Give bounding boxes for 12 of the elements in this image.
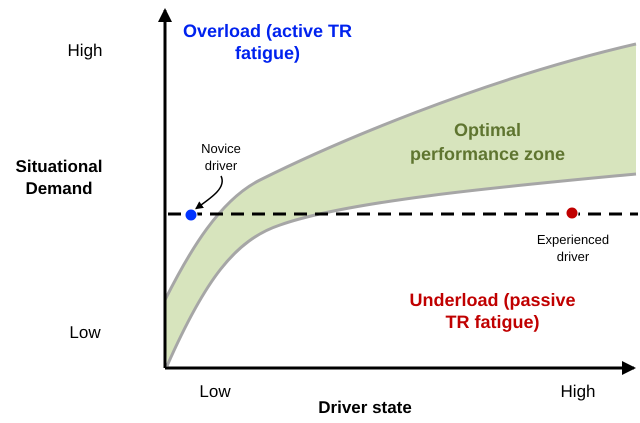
marker-caption: Experienced driver bbox=[536, 231, 610, 265]
axis-tick-label: High bbox=[560, 382, 596, 402]
axis-title: Situational Demand bbox=[14, 156, 104, 200]
axis-tick-label: Low bbox=[198, 382, 232, 402]
axis-tick-label: High bbox=[66, 41, 104, 61]
region-label: Overload (active TR fatigue) bbox=[182, 20, 354, 64]
leader-arrow bbox=[195, 176, 223, 210]
node-label: Novice driver bbox=[200, 140, 242, 174]
axis-title: Driver state bbox=[317, 398, 413, 418]
axis-tick-label: Low bbox=[68, 323, 102, 343]
zone-label: Optimal performance zone bbox=[408, 119, 566, 166]
region-label: Underload (passive TR fatigue) bbox=[408, 289, 577, 333]
